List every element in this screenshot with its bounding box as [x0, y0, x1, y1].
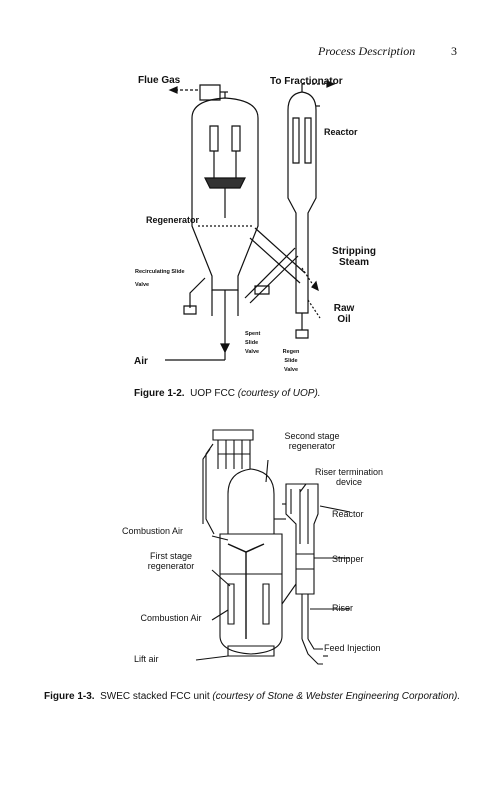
running-header: Process Description — [318, 44, 416, 58]
label-stripping-steam: Stripping Steam — [332, 246, 376, 268]
figure-1-2-caption: Figure 1-2. UOP FCC (courtesy of UOP). — [134, 387, 321, 401]
label-to-fractionator: To Fractionator — [270, 76, 343, 87]
label-feed-injection: Feed Injection — [324, 643, 381, 653]
figure-uop-fcc: Flue Gas To Fractionator Reactor Regener… — [120, 68, 420, 378]
label-combustion-air: Combustion Air — [140, 613, 202, 623]
uop-fcc-diagram — [120, 68, 420, 378]
figure-1-3-text: SWEC stacked FCC unit — [100, 691, 210, 702]
figure-1-2-number: Figure 1-2. — [134, 388, 185, 399]
swec-fcc-diagram — [118, 424, 418, 674]
figure-1-2-credit: (courtesy of UOP). — [237, 388, 321, 399]
label-flue-gas: Flue Gas — [138, 75, 181, 86]
label-combustion-air-top: Combustion Air — [122, 526, 184, 536]
label-recirculating-slide-valve: Recirculating Slide Valve — [135, 269, 185, 288]
label-spent-slide-valve: Spent Slide Valve — [245, 331, 261, 355]
label-regenerator: Regenerator — [146, 215, 200, 225]
figure-1-3-caption: Figure 1-3. SWEC stacked FCC unit (court… — [44, 690, 464, 704]
label-reactor: Reactor — [324, 127, 358, 137]
label-riser: Riser — [332, 603, 354, 613]
label-raw-oil: Raw Oil — [333, 303, 355, 325]
label-lift-air: Lift air — [134, 654, 159, 664]
figure-1-3-number: Figure 1-3. — [44, 691, 95, 702]
label-reactor-2: Reactor — [332, 509, 364, 519]
page-number: 3 — [451, 44, 457, 58]
label-air: Air — [134, 356, 148, 367]
label-second-stage-regenerator: Second stage regenerator — [284, 431, 340, 451]
label-regen-slide-valve: Regen Slide Valve — [282, 349, 300, 373]
label-stripper: Stripper — [332, 554, 364, 564]
label-riser-termination-device: Riser termination device — [314, 467, 384, 487]
figure-swec-stacked-fcc: Second stage regenerator Riser terminati… — [118, 424, 418, 674]
figure-1-2-text: UOP FCC — [190, 388, 235, 399]
figure-1-3-credit: (courtesy of Stone & Webster Engineering… — [212, 691, 461, 702]
label-first-stage-regenerator: First stage regenerator — [147, 551, 195, 571]
